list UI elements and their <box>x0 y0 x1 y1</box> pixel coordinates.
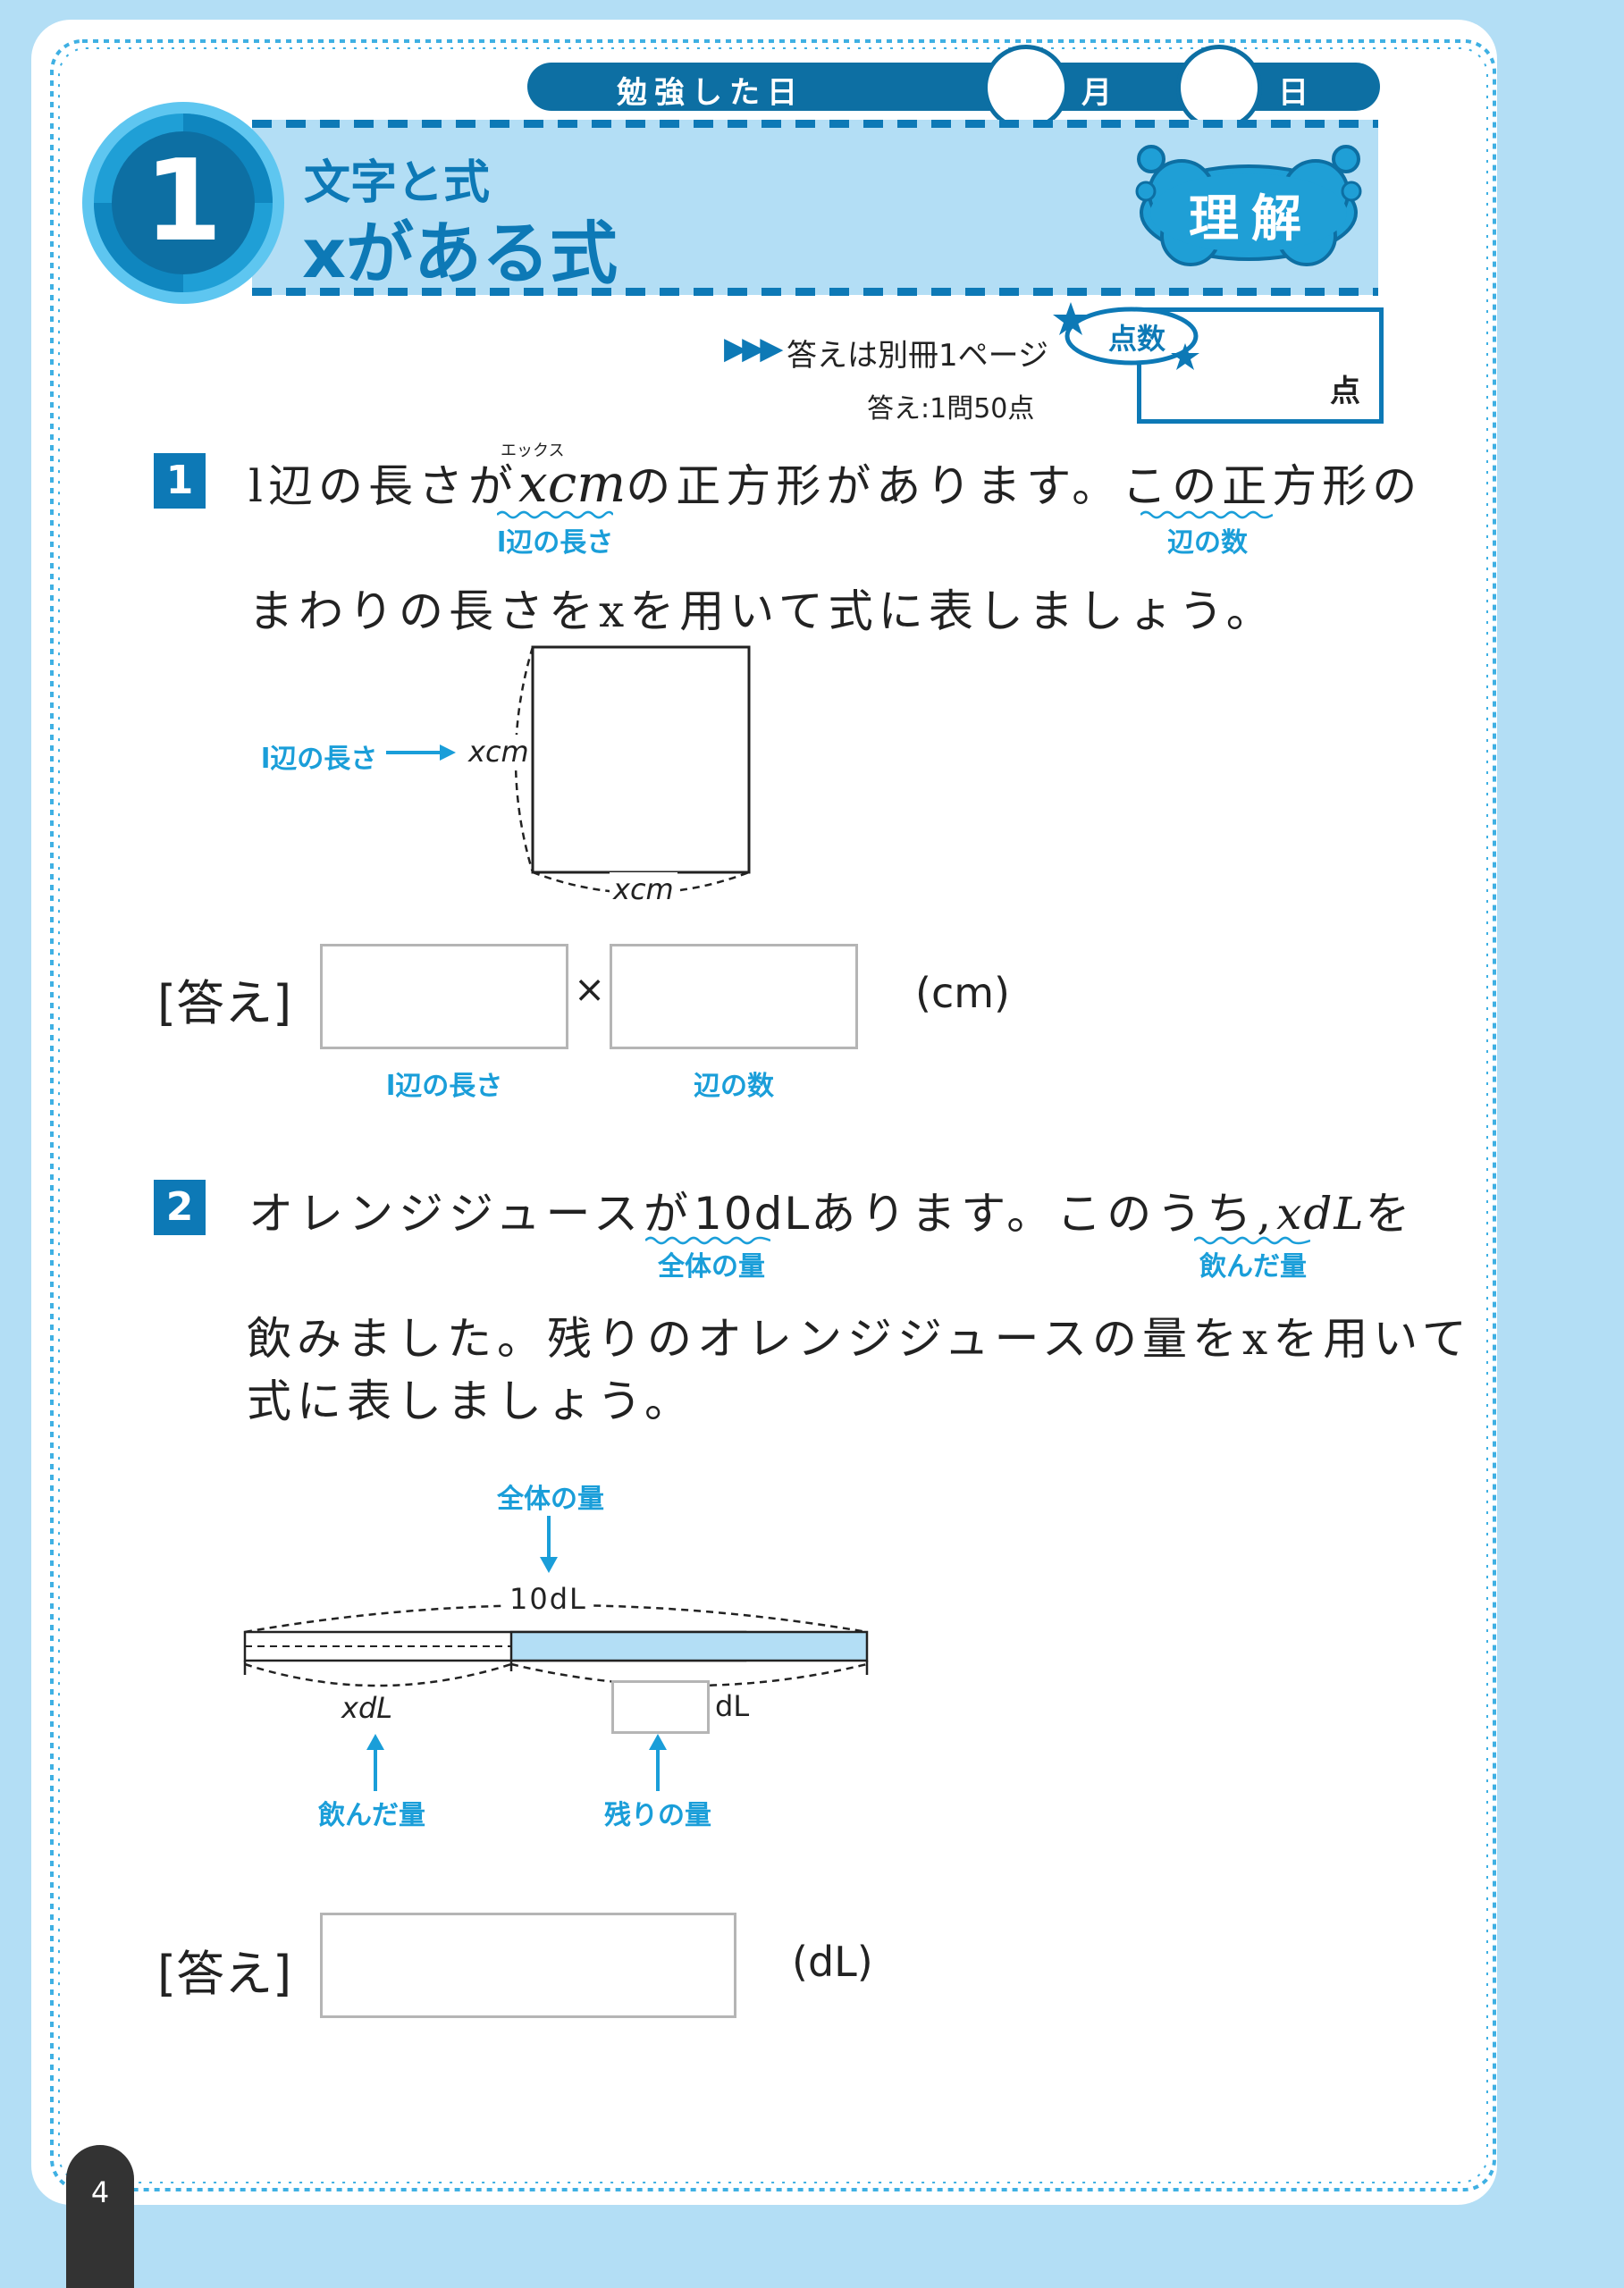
q1-line1-a: l辺の長さが <box>248 460 518 512</box>
square-left-label: xcm <box>468 735 529 769</box>
points-per-question: 答え:1問50点 <box>867 393 1035 425</box>
question-1-number: 1 <box>154 453 206 509</box>
tape-drunk-annotation: 飲んだ量 <box>318 1800 425 1831</box>
q2-note-total: 全体の量 <box>658 1251 765 1283</box>
question-2-line-2: 飲みました。残りのオレンジジュースの量をxを用いて <box>247 1313 1472 1365</box>
q1-note-side-count: 辺の数 <box>1167 527 1248 559</box>
q2-answer-label: [答え] <box>157 1946 292 2002</box>
tape-rest-annotation: 残りの量 <box>604 1800 711 1831</box>
q1-answer-box-side[interactable] <box>320 944 568 1049</box>
q2-amount: 10dL <box>694 1188 812 1240</box>
day-label: 日 <box>1278 75 1316 111</box>
q1-caption-side: l辺の長さ <box>386 1071 503 1102</box>
square-diagram <box>514 645 751 895</box>
score-unit: 点 <box>1330 374 1360 409</box>
question-2-number: 2 <box>154 1180 206 1235</box>
q1-caption-count: 辺の数 <box>694 1071 774 1102</box>
arrow-up-icon <box>649 1734 667 1791</box>
day-circle[interactable] <box>1176 45 1262 130</box>
q1-note-side-length: l辺の長さ <box>497 527 614 559</box>
title-dash-bottom <box>252 288 1378 296</box>
title-dash-top <box>252 120 1378 128</box>
answer-reference: 答えは別冊1ページ <box>787 338 1048 374</box>
tape-diagram <box>243 1603 869 1687</box>
triple-arrow-icon: ▶▶▶ <box>724 331 783 366</box>
page-tab <box>66 2145 134 2288</box>
understanding-badge <box>1135 145 1362 266</box>
q1-line1-c: 正方形 <box>1222 460 1373 512</box>
unit-title: xがある式 <box>302 214 618 293</box>
tape-total: 10dL <box>506 1582 591 1616</box>
q2-answer-unit: (dL) <box>792 1938 873 1986</box>
times-sign: × <box>574 967 606 1011</box>
tape-drunk: xdL <box>338 1691 397 1725</box>
month-circle[interactable] <box>983 45 1069 130</box>
month-label: 月 <box>1081 75 1119 111</box>
q1-variable: xcm <box>518 453 627 514</box>
q2-line1-c: を <box>1365 1188 1416 1240</box>
wavy-underline <box>645 1236 770 1245</box>
q1-ruby: エックス <box>501 442 565 460</box>
q1-answer-unit: (cm) <box>915 969 1010 1017</box>
wavy-underline <box>497 510 613 519</box>
q2-line1-b: あります。このうち, <box>811 1188 1277 1240</box>
q2-line1-a: オレンジジュースが <box>248 1188 694 1240</box>
q1-line1-b: の正方形があります。この <box>626 460 1223 512</box>
arrow-down-icon <box>540 1516 558 1573</box>
understanding-badge-label: 理解 <box>1189 190 1314 248</box>
wavy-underline <box>1194 1236 1310 1245</box>
q2-variable: xdL <box>1276 1188 1366 1240</box>
q1-answer-box-count[interactable] <box>610 944 858 1049</box>
question-2-line-3: 式に表しましょう。 <box>247 1375 694 1427</box>
tape-rest-box[interactable] <box>611 1680 710 1734</box>
question-1-line-2: まわりの長さをxを用いて式に表しましょう。 <box>248 585 1276 637</box>
score-tag <box>1053 302 1199 370</box>
arrow-right-icon <box>386 744 456 761</box>
wavy-underline <box>1140 510 1273 519</box>
arrow-up-icon <box>366 1734 384 1791</box>
square-side-annotation: l辺の長さ <box>261 744 378 775</box>
score-box[interactable] <box>1137 307 1384 424</box>
question-1-line-1: l辺の長さがxcmの正方形があります。この正方形の <box>248 450 1422 515</box>
q1-line1-d: の <box>1372 460 1423 512</box>
study-date-label: 勉強した日 <box>617 75 804 111</box>
decorative-border <box>50 39 1496 2191</box>
unit-subtitle: 文字と式 <box>304 156 491 210</box>
tape-rest-unit: dL <box>711 1689 753 1723</box>
square-bottom-label: xcm <box>610 872 677 906</box>
tape-total-annotation: 全体の量 <box>497 1484 604 1515</box>
q2-note-drunk: 飲んだ量 <box>1199 1251 1307 1283</box>
unit-number: 1 <box>144 135 223 266</box>
score-label: 点数 <box>1107 322 1165 356</box>
unit-number-badge <box>82 102 284 304</box>
question-2-line-1: オレンジジュースが10dLあります。このうち,xdLを <box>248 1178 1416 1242</box>
q2-answer-box[interactable] <box>320 1913 736 2018</box>
q1-answer-label: [答え] <box>157 975 292 1031</box>
page-number: 4 <box>90 2175 110 2209</box>
